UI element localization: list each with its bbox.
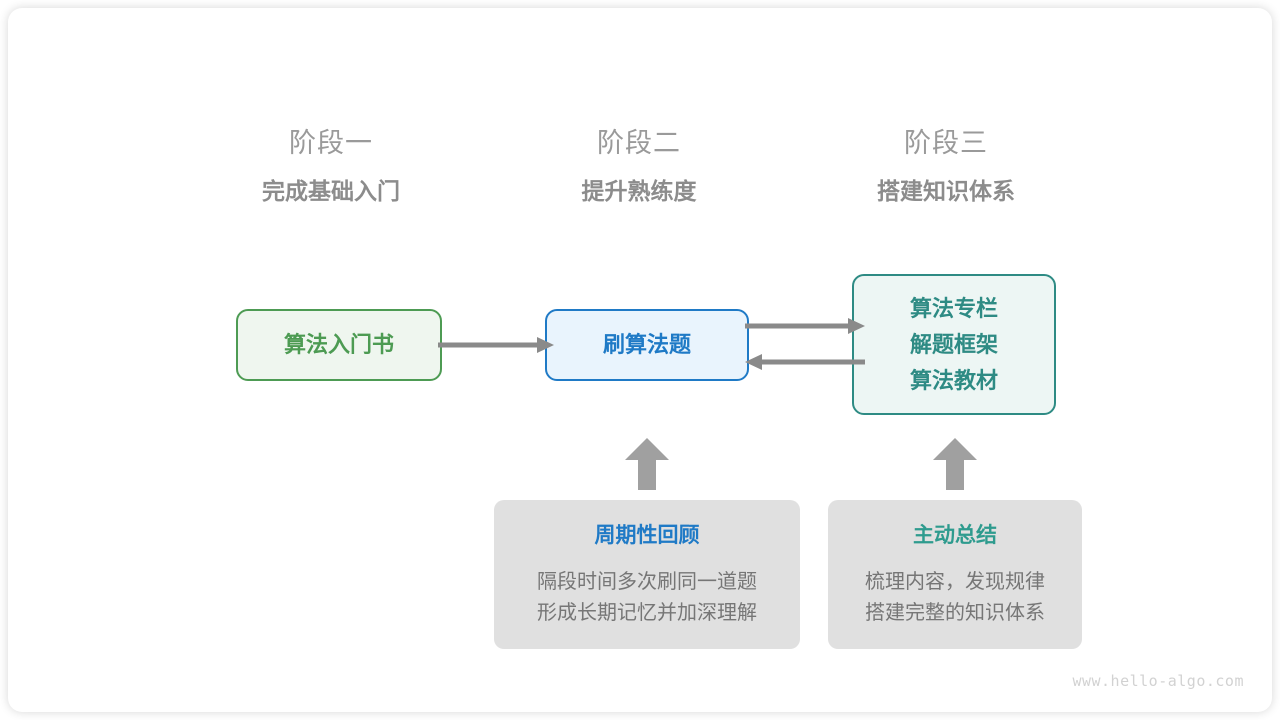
node-learning-resources: 算法专栏 解题框架 算法教材 [852,274,1056,415]
tip-description: 隔段时间多次刷同一道题 形成长期记忆并加深理解 [537,567,757,629]
node-practice-problems: 刷算法题 [545,309,749,381]
node-intro-book: 算法入门书 [236,309,442,381]
arrow-practice-to-resources-icon [745,318,865,334]
node-label: 算法入门书 [283,332,394,357]
stage-number: 阶段一 [289,128,373,158]
tip-title: 主动总结 [913,523,997,547]
node-label: 解题框架 [909,331,998,357]
stage-number: 阶段二 [597,128,681,158]
tip-card-periodic-review: 周期性回顾 隔段时间多次刷同一道题 形成长期记忆并加深理解 [494,500,800,649]
tip-description: 梳理内容，发现规律 搭建完整的知识体系 [865,567,1045,629]
tip-card-active-summary: 主动总结 梳理内容，发现规律 搭建完整的知识体系 [828,500,1082,649]
arrow-up-review-icon [625,438,669,490]
tip-description-line: 形成长期记忆并加深理解 [537,601,757,624]
tip-description-line: 搭建完整的知识体系 [865,601,1045,624]
watermark: www.hello-algo.com [1072,672,1244,690]
arrow-resources-to-practice-icon [745,354,865,370]
node-label: 算法专栏 [909,295,998,321]
arrow-up-summary-icon [933,438,977,490]
tip-description-line: 隔段时间多次刷同一道题 [537,570,757,593]
stage-title: 完成基础入门 [262,178,400,204]
stage-header-2: 阶段二 提升熟练度 [509,126,769,208]
node-label: 算法教材 [909,367,998,393]
stage-title: 搭建知识体系 [877,178,1015,204]
stage-number: 阶段三 [904,128,988,158]
diagram-canvas: 阶段一 完成基础入门 阶段二 提升熟练度 阶段三 搭建知识体系 算法入门书 刷算… [8,8,1272,712]
stage-title: 提升熟练度 [581,178,697,204]
stage-header-3: 阶段三 搭建知识体系 [816,126,1076,208]
node-label: 刷算法题 [602,332,691,357]
tip-title: 周期性回顾 [594,523,700,547]
arrow-book-to-practice-icon [438,337,554,353]
stage-header-1: 阶段一 完成基础入门 [201,126,461,208]
tip-description-line: 梳理内容，发现规律 [865,570,1045,593]
